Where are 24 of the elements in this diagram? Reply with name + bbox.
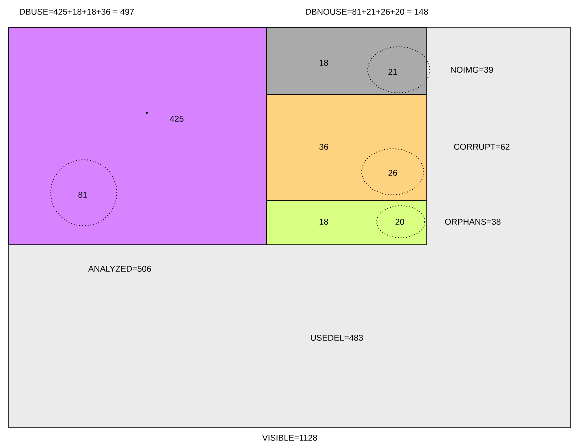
- count-label: 20: [396, 219, 404, 225]
- set-label: ORPHANS=38: [445, 219, 501, 225]
- dotted-ellipse: [376, 206, 426, 238]
- count-label: ANALYZED=506: [88, 266, 152, 272]
- count-label: 36: [320, 144, 328, 150]
- dotted-ellipse: [362, 148, 424, 196]
- dotted-ellipse: [368, 46, 430, 94]
- count-label: 81: [78, 192, 88, 198]
- set-label: VISIBLE=1128: [262, 435, 318, 441]
- count-label: USEDEL=483: [311, 335, 364, 341]
- sum-label: DBUSE=425+18+18+36 = 497: [20, 9, 134, 15]
- count-label: 18: [320, 219, 328, 225]
- region-box: [266, 94, 428, 202]
- region-box: [266, 28, 428, 96]
- sum-label: DBNOUSE=81+21+26+20 = 148: [306, 9, 428, 15]
- dotted-ellipse: [50, 160, 118, 226]
- region-box: [266, 200, 428, 246]
- count-label: 18: [320, 60, 328, 66]
- set-label: CORRUPT=62: [454, 144, 510, 150]
- region-box: [8, 28, 268, 246]
- count-label: 425: [170, 116, 184, 122]
- set-label: NOIMG=39: [451, 67, 494, 73]
- count-label: 26: [388, 170, 398, 176]
- count-label: 21: [388, 69, 398, 75]
